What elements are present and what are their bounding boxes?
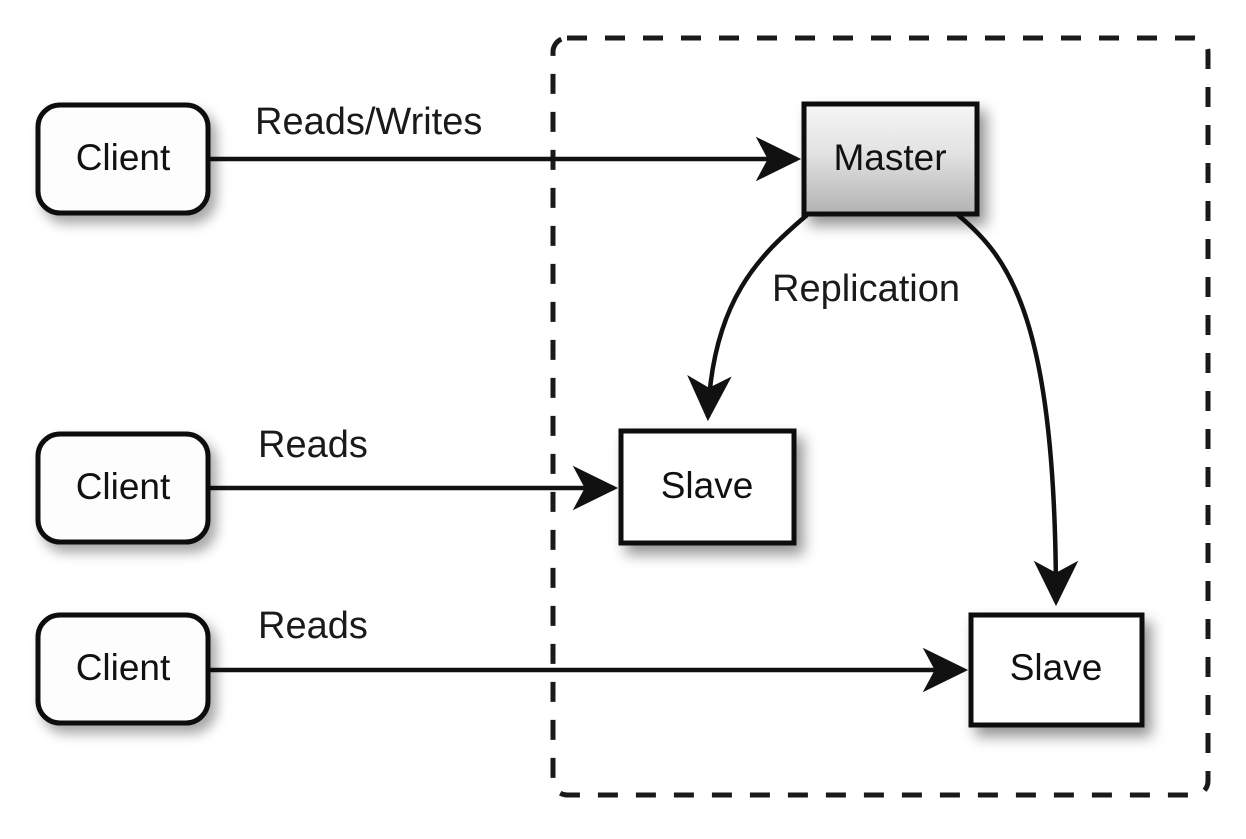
client-2-label: Client [76,466,171,507]
node-slave-2[interactable]: Slave [968,612,1145,728]
client-3-label: Client [76,647,171,688]
client-1-box[interactable] [35,102,211,216]
edge-label-replication: Replication [772,268,960,310]
edge-master-slave1-curve [687,213,809,422]
client-3-box[interactable] [35,612,211,726]
database-cluster-boundary [550,35,1211,798]
slave-2-box[interactable] [968,612,1145,728]
master-label: Master [833,137,946,178]
node-client-3[interactable]: Client [35,612,211,726]
client-1-label: Client [76,137,171,178]
node-master[interactable]: Master [801,101,980,217]
node-client-2[interactable]: Client [35,431,211,545]
edge-label-reads-slave2: Reads [258,605,368,647]
master-box[interactable] [801,101,980,217]
edge-label-reads-slave1: Reads [258,424,368,466]
node-client-1[interactable]: Client [35,102,211,216]
slave-1-box[interactable] [618,428,797,546]
node-slave-1[interactable]: Slave [618,428,797,546]
client-2-box[interactable] [35,431,211,545]
edge-master-slave2-curve [956,213,1079,607]
slave-1-label: Slave [661,465,754,506]
slave-2-label: Slave [1010,647,1103,688]
edge-label-reads-writes: Reads/Writes [255,101,482,143]
